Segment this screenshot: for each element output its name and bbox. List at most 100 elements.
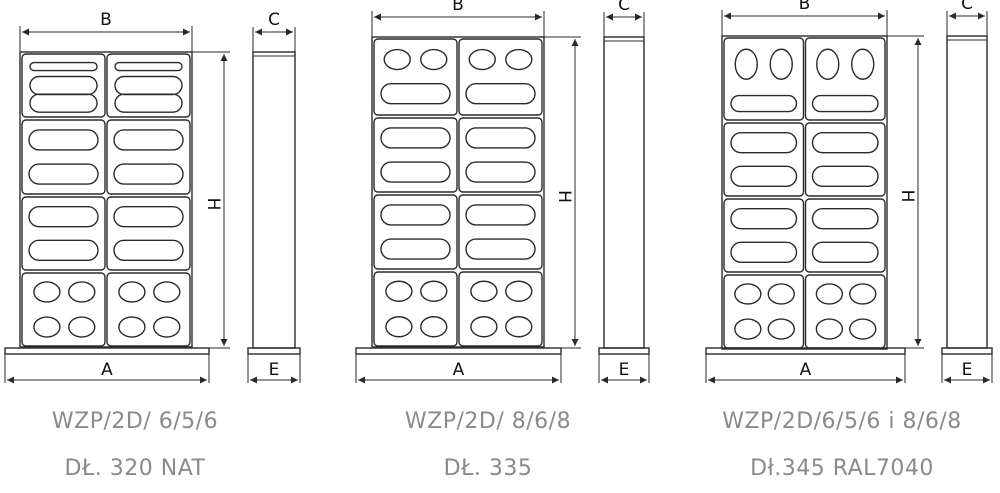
hole-opening (734, 48, 758, 80)
slot-opening (113, 163, 184, 185)
hole-opening (767, 318, 795, 340)
caption-model-2: WZP/2D/ 8/6/8 (404, 409, 572, 434)
side-view-base (598, 347, 650, 355)
slot-opening (730, 241, 798, 263)
panel (723, 122, 805, 197)
caption-model-3: WZP/2D/6/5/6 i 8/6/8 (722, 409, 962, 434)
slot-opening (380, 204, 451, 226)
slot-opening (811, 208, 879, 230)
slot-opening (465, 161, 536, 183)
slot-opening (730, 208, 798, 230)
panel (106, 272, 191, 347)
base-plate (705, 347, 906, 355)
caption-model-1: WZP/2D/ 6/5/6 (51, 409, 219, 434)
hole-opening (153, 316, 181, 338)
side-view-base (941, 347, 993, 355)
dimension-label-width_base: A (453, 360, 465, 380)
hole-opening (505, 48, 533, 71)
panel (106, 196, 191, 271)
hole-opening (118, 281, 146, 303)
slot-opening (29, 75, 98, 96)
hole-opening (769, 48, 793, 80)
base-plate (4, 347, 210, 355)
caption-detail-1: DŁ. 320 NAT (64, 456, 206, 481)
hole-opening (385, 280, 413, 302)
panel (373, 38, 458, 116)
hole-opening (505, 316, 533, 338)
dimension-label-width_front: B (799, 0, 811, 14)
hole-opening (68, 316, 96, 338)
slot-opening (28, 206, 99, 228)
hole-opening (734, 318, 762, 340)
dimension-label-width_front: B (452, 0, 464, 15)
figure-2: B A H C E (355, 0, 650, 384)
dimension-label-depth_top: C (268, 10, 280, 30)
slot-opening (380, 238, 451, 260)
slot-opening (730, 165, 798, 187)
side-view-base (247, 347, 301, 355)
hole-opening (851, 48, 875, 80)
base-plate (355, 347, 562, 355)
stand-frame (19, 51, 193, 348)
panel (804, 274, 886, 349)
panel (723, 37, 805, 121)
panel (458, 271, 543, 347)
dimension-label-depth_base: E (619, 360, 630, 380)
slot-opening (114, 61, 183, 72)
hole-opening (420, 280, 448, 302)
caption-detail-2: DŁ. 335 (443, 456, 533, 481)
panel (723, 198, 805, 273)
slot-opening (113, 206, 184, 228)
hole-opening (118, 316, 146, 338)
panel (458, 194, 543, 270)
hole-opening (734, 283, 762, 305)
panel (804, 198, 886, 273)
slot-opening (28, 163, 99, 185)
dimension-label-width_front: B (100, 10, 112, 30)
stand-frame (721, 35, 888, 350)
slot-opening (811, 241, 879, 263)
side-view-post (946, 35, 988, 349)
caption-detail-3: Dł.345 RAL7040 (750, 456, 934, 481)
dimension-label-height: H (554, 190, 574, 203)
panel (21, 53, 106, 118)
slot-opening (380, 161, 451, 183)
dimension-label-width_base: A (800, 360, 812, 380)
slot-opening (29, 93, 98, 113)
hole-opening (767, 283, 795, 305)
hole-opening (33, 316, 61, 338)
side-view-post (252, 51, 296, 349)
dimension-label-depth_top: C (618, 0, 630, 15)
hole-opening (68, 281, 96, 303)
slot-opening (380, 127, 451, 149)
slot-opening (380, 83, 451, 105)
dimension-label-depth_base: E (269, 360, 280, 380)
slot-opening (114, 93, 183, 113)
slot-opening (113, 129, 184, 151)
panel (373, 117, 458, 193)
hole-opening (385, 316, 413, 338)
hole-opening (849, 283, 877, 305)
dimension-label-depth_base: E (962, 360, 973, 380)
slot-opening (28, 239, 99, 261)
slot-opening (811, 94, 879, 113)
dimension-label-width_base: A (101, 360, 113, 380)
panel (373, 194, 458, 270)
panel (458, 38, 543, 116)
slot-opening (465, 238, 536, 260)
hole-opening (33, 281, 61, 303)
dimension-label-height: H (897, 190, 917, 203)
slot-opening (29, 61, 98, 72)
panel (21, 272, 106, 347)
panel (106, 53, 191, 118)
panel (373, 271, 458, 347)
hole-opening (470, 316, 498, 338)
slot-opening (465, 83, 536, 105)
slot-opening (465, 127, 536, 149)
hole-opening (470, 280, 498, 302)
side-view-post (603, 36, 645, 349)
slot-opening (114, 75, 183, 96)
